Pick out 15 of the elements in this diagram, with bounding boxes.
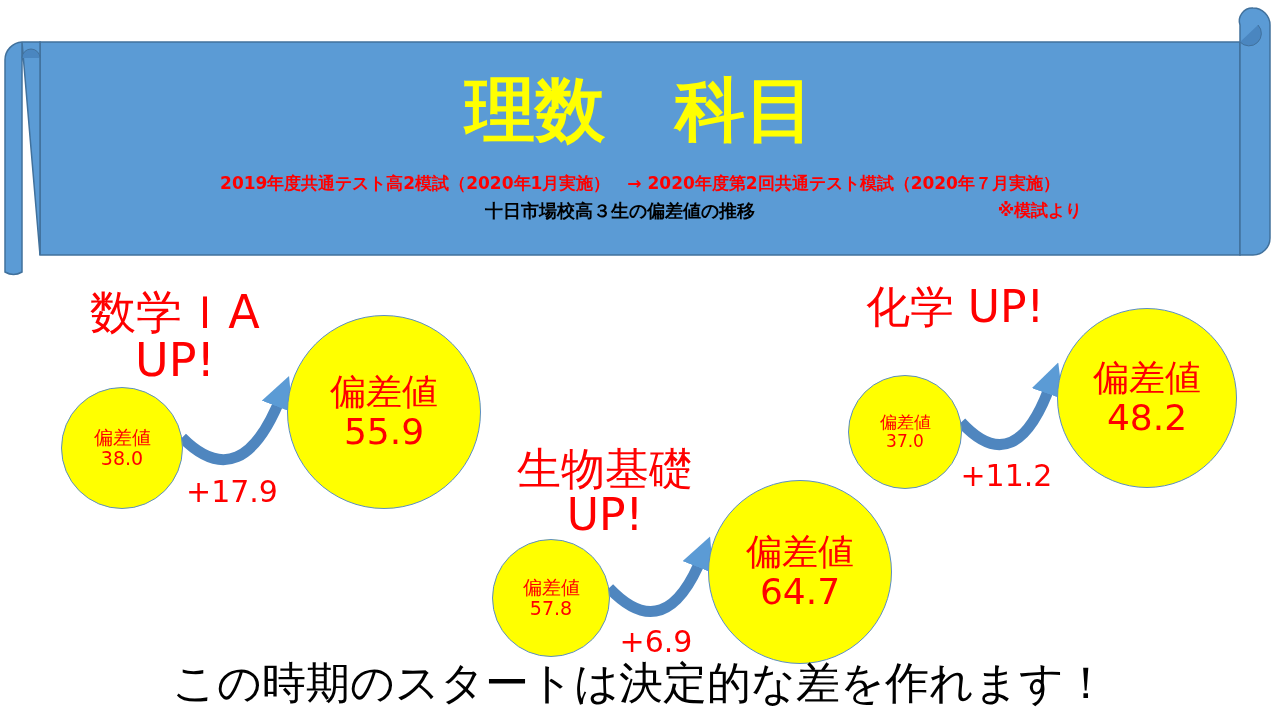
subject-heading: 化学 UP!: [864, 284, 1046, 331]
subtitle-text: 2019年度共通テスト高2模試（2020年1月実施） → 2020年度第2回共通テスト模試（2020年７月実施）: [219, 172, 1061, 195]
subject-heading: 生物基礎 UP!: [516, 446, 694, 539]
score-circle: 偏差値 48.2: [1057, 308, 1237, 488]
score-circle: 偏差値 57.8: [492, 539, 610, 657]
subject-heading: 数学ＩA UP!: [89, 288, 261, 385]
note-text: ※模試より: [996, 199, 1084, 222]
edge-label: +11.2: [959, 460, 1054, 492]
score-circle: 偏差値 55.9: [287, 315, 481, 509]
banner-title: 理数 科目: [462, 72, 816, 149]
edge-label: +17.9: [185, 475, 279, 508]
subtitle-text: 十日市場校高３生の偏差値の推移: [484, 199, 756, 223]
score-circle: 偏差値 38.0: [61, 387, 183, 509]
edge-label: +6.9: [618, 625, 694, 658]
score-circle: 偏差値 37.0: [848, 375, 962, 489]
